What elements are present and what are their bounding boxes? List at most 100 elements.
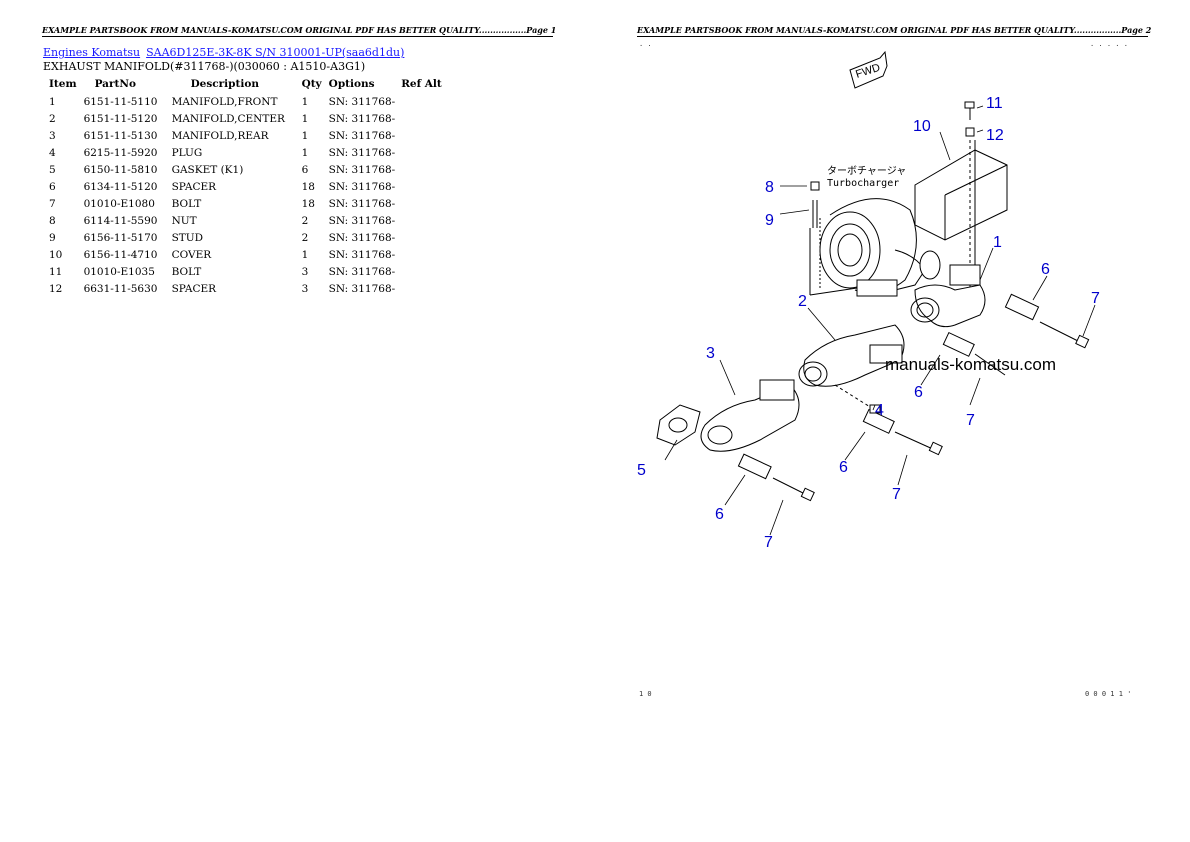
cell-qty: 3 bbox=[301, 282, 309, 295]
cell-item: 6 bbox=[49, 180, 56, 193]
cell-qty: 18 bbox=[301, 197, 315, 210]
cell-qty: 1 bbox=[301, 248, 309, 261]
turbocharger-label-jp: ターボチャージャ bbox=[827, 165, 906, 177]
callout-7c: 7 bbox=[892, 486, 901, 503]
gasket-part bbox=[656, 404, 701, 446]
cell-partno: 6156-11-5170 bbox=[83, 231, 158, 244]
cell-ref-alt bbox=[398, 110, 446, 127]
callout-12: 12 bbox=[986, 127, 1004, 144]
corner-mark-top-right: . . . . . bbox=[1090, 40, 1128, 48]
manifold-front-part bbox=[910, 264, 986, 328]
cell-options: SN: 311768- bbox=[328, 180, 396, 193]
section-title: EXHAUST MANIFOLD(#311768-)(030060 : A151… bbox=[43, 60, 366, 73]
cell-item: 11 bbox=[49, 265, 63, 278]
cover-part bbox=[914, 149, 1008, 241]
table-row: 12 6631-11-5630 SPACER 3 SN: 311768- bbox=[46, 280, 446, 297]
callout-7d: 7 bbox=[764, 534, 773, 551]
manifold-center-part bbox=[798, 324, 905, 387]
manifold-rear-part bbox=[700, 379, 800, 452]
cell-partno: 6151-11-5110 bbox=[83, 95, 158, 108]
callout-3: 3 bbox=[706, 345, 715, 362]
cell-item: 8 bbox=[49, 214, 56, 227]
column-header-ref-alt: Ref Alt bbox=[401, 78, 442, 90]
cell-options: SN: 311768- bbox=[328, 163, 396, 176]
cell-item: 5 bbox=[49, 163, 56, 176]
column-header-item: Item bbox=[49, 78, 77, 90]
cell-description: MANIFOLD,REAR bbox=[171, 129, 269, 142]
column-header-description: Description bbox=[190, 78, 259, 90]
cell-description: GASKET (K1) bbox=[171, 163, 244, 176]
turbocharger-label-en: Turbocharger bbox=[827, 178, 899, 189]
callout-4: 4 bbox=[875, 402, 884, 419]
cell-ref-alt bbox=[398, 161, 446, 178]
table-header-row: Item PartNo Description Qty Options Ref … bbox=[46, 77, 446, 93]
callout-6d: 6 bbox=[715, 506, 724, 523]
cell-qty: 1 bbox=[301, 129, 309, 142]
cell-qty: 1 bbox=[301, 112, 309, 125]
cell-partno: 01010-E1080 bbox=[83, 197, 155, 210]
cell-options: SN: 311768- bbox=[328, 146, 396, 159]
cell-description: PLUG bbox=[171, 146, 203, 159]
table-row: 4 6215-11-5920 PLUG 1 SN: 311768- bbox=[46, 144, 446, 161]
callout-5: 5 bbox=[637, 462, 646, 479]
cell-options: SN: 311768- bbox=[328, 197, 396, 210]
turbocharger-part bbox=[819, 198, 941, 297]
callout-7b: 7 bbox=[966, 412, 975, 429]
cell-description: BOLT bbox=[171, 197, 202, 210]
cell-ref-alt bbox=[398, 127, 446, 144]
table-row: 10 6156-11-4710 COVER 1 SN: 311768- bbox=[46, 246, 446, 263]
cell-partno: 6156-11-4710 bbox=[83, 248, 158, 261]
cell-ref-alt bbox=[398, 144, 446, 161]
callout-11: 11 bbox=[986, 95, 1003, 112]
cell-description: BOLT bbox=[171, 265, 202, 278]
footer-right-mark: 0 0 0 1 1 ' bbox=[1085, 690, 1132, 698]
cell-options: SN: 311768- bbox=[328, 282, 396, 295]
cell-options: SN: 311768- bbox=[328, 248, 396, 261]
cell-partno: 6631-11-5630 bbox=[83, 282, 158, 295]
cell-partno: 6150-11-5810 bbox=[83, 163, 158, 176]
cell-item: 4 bbox=[49, 146, 56, 159]
spacer-bolt-set bbox=[737, 293, 1090, 502]
cell-partno: 6134-11-5120 bbox=[83, 180, 158, 193]
breadcrumb-link-engines[interactable]: Engines Komatsu bbox=[43, 46, 141, 59]
cell-partno: 6151-11-5130 bbox=[83, 129, 158, 142]
callout-8: 8 bbox=[765, 179, 774, 196]
cell-description: SPACER bbox=[171, 282, 217, 295]
cell-ref-alt bbox=[398, 212, 446, 229]
cell-qty: 2 bbox=[301, 231, 309, 244]
cell-options: SN: 311768- bbox=[328, 129, 396, 142]
nut-part bbox=[810, 181, 820, 191]
callout-6c: 6 bbox=[839, 459, 848, 476]
cell-ref-alt bbox=[398, 246, 446, 263]
cell-partno: 6215-11-5920 bbox=[83, 146, 158, 159]
column-header-options: Options bbox=[328, 78, 375, 90]
callout-9: 9 bbox=[765, 212, 774, 229]
cell-item: 7 bbox=[49, 197, 56, 210]
cell-qty: 6 bbox=[301, 163, 309, 176]
cell-ref-alt bbox=[398, 178, 446, 195]
cell-item: 12 bbox=[49, 282, 63, 295]
cell-options: SN: 311768- bbox=[328, 214, 396, 227]
cell-qty: 1 bbox=[301, 146, 309, 159]
cell-options: SN: 311768- bbox=[328, 112, 396, 125]
callout-2: 2 bbox=[798, 293, 807, 310]
cell-description: MANIFOLD,CENTER bbox=[171, 112, 285, 125]
table-row: 5 6150-11-5810 GASKET (K1) 6 SN: 311768- bbox=[46, 161, 446, 178]
table-row: 7 01010-E1080 BOLT 18 SN: 311768- bbox=[46, 195, 446, 212]
column-header-partno: PartNo bbox=[94, 78, 136, 90]
parts-list-page: EXAMPLE PARTSBOOK FROM MANUALS-KOMATSU.C… bbox=[42, 25, 557, 297]
cell-item: 10 bbox=[49, 248, 63, 261]
column-header-qty: Qty bbox=[301, 78, 322, 90]
cell-description: COVER bbox=[171, 248, 212, 261]
callout-1: 1 bbox=[993, 234, 1002, 251]
watermark-text: manuals-komatsu.com bbox=[885, 355, 1056, 374]
breadcrumb-link-model[interactable]: SAA6D125E-3K-8K S/N 310001-UP(saa6d1du) bbox=[146, 46, 405, 59]
cell-options: SN: 311768- bbox=[328, 265, 396, 278]
cell-item: 1 bbox=[49, 95, 56, 108]
page-header: EXAMPLE PARTSBOOK FROM MANUALS-KOMATSU.C… bbox=[42, 25, 557, 37]
callout-10: 10 bbox=[913, 118, 931, 135]
